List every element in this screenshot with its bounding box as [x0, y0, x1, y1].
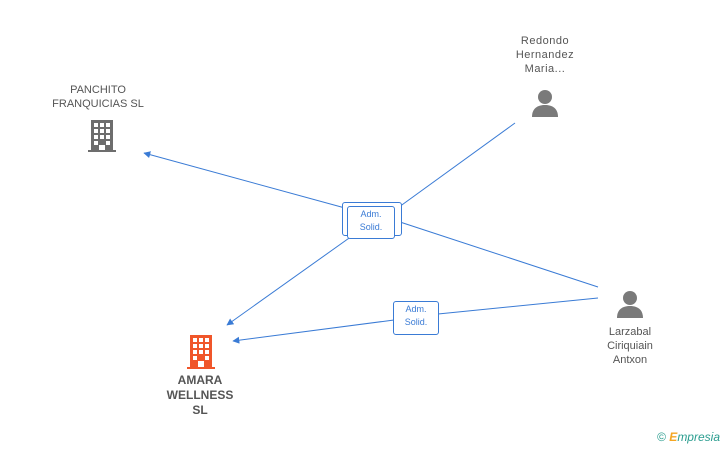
- edge-larzabal-to-upper-role: [399, 221, 599, 288]
- role-label-line: Adm.: [405, 304, 427, 314]
- node-label-larzabal[interactable]: Larzabal Ciriquiain Antxon: [575, 325, 685, 367]
- role-label-line: Solid.: [404, 317, 428, 327]
- role-label-line: Adm.: [360, 209, 382, 219]
- role-box-adm-solid-upper[interactable]: Adm. Solid.: [347, 206, 395, 239]
- edge-role-to-amara: [226, 235, 353, 326]
- edge-role-to-panchito: [143, 151, 346, 209]
- node-label-line: FRANQUICIAS SL: [52, 98, 144, 110]
- building-icon[interactable]: [86, 119, 118, 153]
- role-box-adm-solid-lower[interactable]: Adm. Solid.: [393, 301, 439, 335]
- brand-logo-e: E: [669, 430, 678, 444]
- node-label-line: PANCHITO: [70, 84, 126, 96]
- node-label-line: Hernandez: [515, 49, 575, 61]
- edge-larzabal-to-lower-role: [437, 297, 599, 315]
- node-label-line: SL: [192, 403, 208, 417]
- person-icon[interactable]: [615, 289, 645, 319]
- edge-redondo-to-role: [387, 122, 516, 216]
- node-label-panchito[interactable]: PANCHITO FRANQUICIAS SL: [38, 83, 158, 111]
- node-label-redondo[interactable]: Redondo Hernandez Maria...: [490, 34, 600, 76]
- node-label-line: AMARA: [177, 373, 223, 387]
- person-icon[interactable]: [530, 88, 560, 118]
- role-label-line: Solid.: [359, 222, 383, 232]
- node-label-line: Redondo: [520, 35, 570, 47]
- brand-footer[interactable]: © Empresia: [657, 430, 720, 444]
- copyright-symbol: ©: [657, 430, 666, 444]
- node-label-line: Ciriquiain: [607, 340, 653, 352]
- brand-logo-text: mpresia: [677, 430, 720, 444]
- node-label-amara[interactable]: AMARA WELLNESS SL: [150, 373, 250, 418]
- node-label-line: Maria...: [524, 63, 566, 75]
- node-label-line: Antxon: [612, 354, 648, 366]
- building-icon[interactable]: [185, 334, 217, 370]
- node-label-line: Larzabal: [608, 326, 652, 338]
- node-label-line: WELLNESS: [166, 388, 234, 402]
- edge-lower-role-to-amara: [232, 319, 395, 344]
